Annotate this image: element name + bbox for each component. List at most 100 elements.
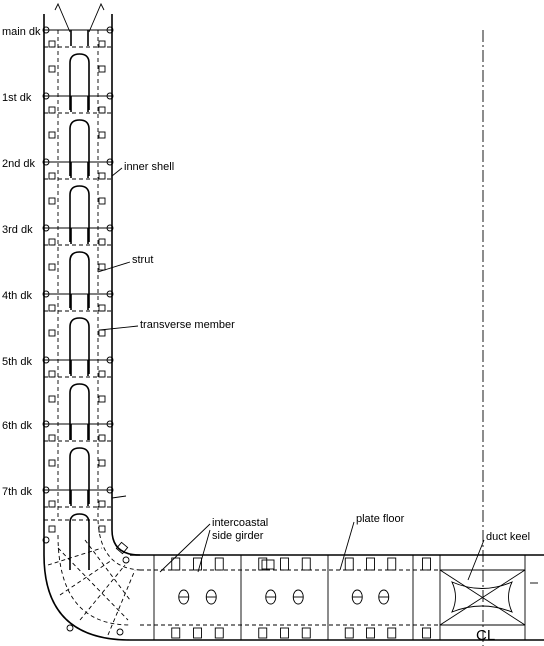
bracket [98,263,106,271]
bracket [48,459,56,467]
label-intercoastal-1: intercoastal [212,517,268,529]
bracket [48,263,56,271]
floor-stiffener-bottom [258,627,268,639]
centerline-symbol: CL [476,627,495,644]
bracket [48,65,56,73]
bracket [48,172,56,180]
bracket [98,329,106,337]
deck-label: 4th dk [2,290,32,302]
deck-rows [42,26,114,533]
deck-node-left [42,92,50,100]
annotations: inner shell strut transverse member inte… [97,161,530,581]
duct-keel [439,569,538,626]
floor-stiffener-top [301,557,311,571]
bracket [48,197,56,205]
strut [69,317,90,374]
deck-node-left [42,26,50,34]
bracket [48,304,56,312]
floor-stiffener-bottom [214,627,224,639]
bracket [48,500,56,508]
label-transverse-member: transverse member [140,319,235,331]
floor-stiffener-top [193,557,202,571]
deck-node-left [42,420,50,428]
bracket [98,172,106,180]
floor-stiffener-top [280,557,289,571]
label-duct-keel: duct keel [486,531,530,543]
bracket [98,304,106,312]
bracket [48,329,56,337]
strut [69,185,90,242]
girder-connector [261,559,275,570]
bracket [48,525,56,533]
label-intercoastal-2: side girder [212,530,264,542]
floor-stiffener-bottom [193,627,202,639]
bracket [98,500,106,508]
bracket [48,106,56,114]
deck-labels: main dk 1st dk 2nd dk 3rd dk 4th dk 5th dk 6th… [2,26,41,498]
deck-node-left [42,224,50,232]
deck-node-right [106,224,114,232]
bracket [98,40,106,48]
deck-node-right [106,290,114,298]
deck-node-right [106,158,114,166]
strut [69,119,90,176]
bracket [48,131,56,139]
bracket [98,131,106,139]
bracket [98,370,106,378]
strut [69,53,90,110]
label-strut: strut [132,254,153,266]
deck-label: 3rd dk [2,224,33,236]
deck-node-left [42,290,50,298]
floor-stiffener-top [171,557,181,571]
bracket [98,434,106,442]
bracket [98,459,106,467]
floor-stiffener-bottom [366,627,375,639]
deck-label: 5th dk [2,356,32,368]
floor-stiffener-bottom [280,627,289,639]
floor-stiffener-top [214,557,224,571]
label-plate-floor: plate floor [356,513,405,525]
bracket [98,65,106,73]
floor-stiffener-top [387,557,397,571]
bracket [48,370,56,378]
deck-label: 1st dk [2,92,32,104]
side-shell [43,2,113,555]
centerline: CL [476,30,495,646]
deck-node-right [106,486,114,494]
floor-stiffener-top [344,557,354,571]
bracket [48,434,56,442]
floor-stiffener-bottom [301,627,311,639]
bracket [48,395,56,403]
strut [69,447,90,504]
bracket [98,197,106,205]
bracket [98,525,106,533]
deck-label: 6th dk [2,420,32,432]
deck-label: 2nd dk [2,158,36,170]
bracket [98,106,106,114]
deck-node-left [42,356,50,364]
floor-stiffener-bottom [171,627,181,639]
deck-label: main dk [2,26,41,38]
bracket [98,238,106,246]
floor-stiffener-top [366,557,375,571]
deck-node-right [106,26,114,34]
floor-stiffener-bottom [422,627,431,639]
floor-stiffener-top [258,557,268,571]
deck-label: 7th dk [2,486,32,498]
label-inner-shell: inner shell [124,161,174,173]
floor-stiffener-bottom [387,627,397,639]
deck-node-right [106,356,114,364]
double-bottom [130,554,544,641]
deck-node-right [106,92,114,100]
deck-node-left [42,486,50,494]
deck-node-left [42,158,50,166]
floor-stiffener-top [422,557,431,571]
floor-stiffener-bottom [344,627,354,639]
bracket [48,40,56,48]
deck-node-right [106,420,114,428]
plate-floors [171,557,431,639]
strut [69,251,90,308]
bilge-corner [42,519,141,641]
bracket [48,238,56,246]
